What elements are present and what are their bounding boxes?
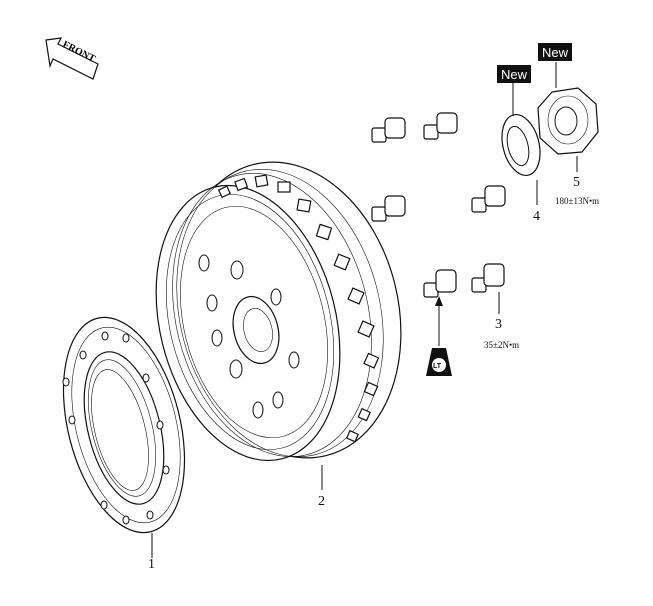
bolt-lower-left <box>423 269 457 298</box>
rotor-trigger-blocks <box>217 174 380 443</box>
nut-torque-spec: 180±13N•m <box>555 196 599 206</box>
callout-5: 5 <box>573 175 580 190</box>
new-badge-washer-label: New <box>501 67 528 82</box>
callout-2: 2 <box>318 494 325 509</box>
new-badge-washer: New <box>497 65 531 83</box>
bolt-middle-left <box>371 195 406 222</box>
bolt-lower-right <box>471 263 505 293</box>
part-2-rotor-flywheel <box>155 161 402 490</box>
callout-1: 1 <box>148 557 155 572</box>
new-badge-nut-label: New <box>542 45 569 60</box>
part-1-flange-plate <box>62 316 186 558</box>
callout-3: 3 <box>495 317 502 332</box>
bolt-torque-spec: 35±2N•m <box>484 340 519 350</box>
threadlock-indicator: LT <box>426 296 452 376</box>
callout-4: 4 <box>533 209 540 224</box>
threadlock-label: LT <box>433 363 442 370</box>
part-4-washer <box>501 83 541 205</box>
part-5-nut <box>537 62 599 172</box>
part-3-bolts <box>371 112 506 314</box>
front-direction-arrow: FRONT <box>45 37 99 80</box>
bolt-middle-right <box>471 185 506 213</box>
bolt-upper-left <box>371 117 406 143</box>
bolt-upper-middle <box>423 112 458 140</box>
new-badge-nut: New <box>538 43 572 61</box>
